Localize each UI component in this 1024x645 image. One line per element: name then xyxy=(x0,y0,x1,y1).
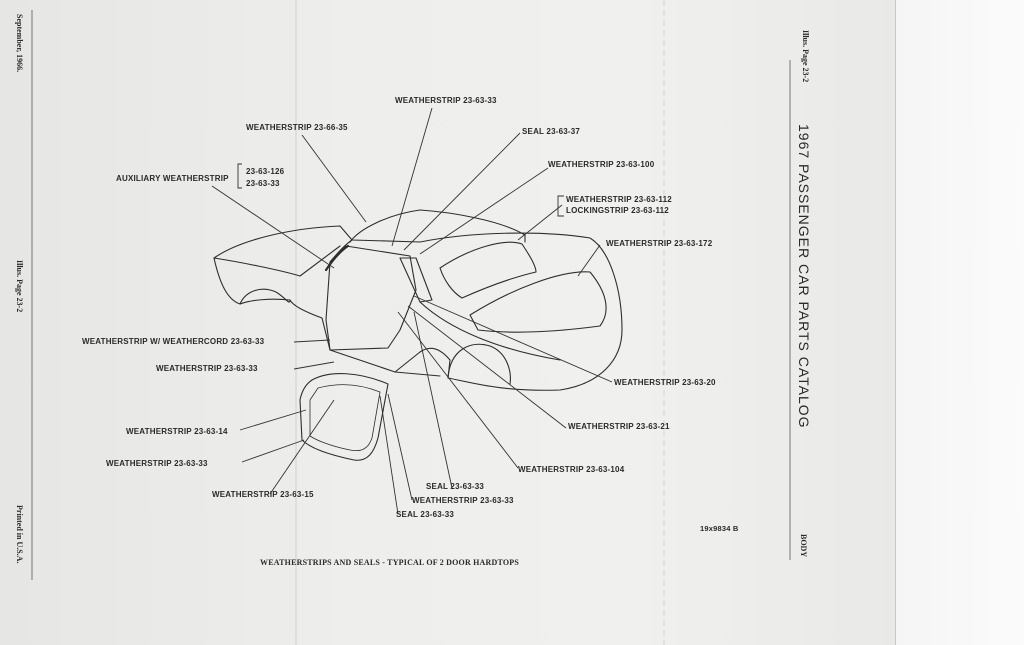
leader-line xyxy=(407,305,567,429)
label-weatherstrip-23-66-35: WEATHERSTRIP 23-66-35 xyxy=(246,123,348,132)
label-weatherstrip-top: WEATHERSTRIP 23-63-33 xyxy=(395,96,497,105)
leader-line xyxy=(397,311,519,469)
label-seal-23-63-33-b: SEAL 23-63-33 xyxy=(396,510,455,519)
label-weatherstrip-23-63-15: WEATHERSTRIP 23-63-15 xyxy=(212,490,314,499)
left-printed: Printed in U.S.A. xyxy=(15,505,24,564)
leader-line xyxy=(419,167,549,255)
bracket xyxy=(237,163,242,189)
leader-line xyxy=(293,361,335,370)
label-lockingstrip-23-63-112: LOCKINGSTRIP 23-63-112 xyxy=(566,206,669,215)
label-aux-code-2: 23-63-33 xyxy=(246,179,280,188)
leader-line xyxy=(391,107,433,247)
label-weatherstrip-23-63-112: WEATHERSTRIP 23-63-112 xyxy=(566,195,672,204)
catalog-title: 1967 PASSENGER CAR PARTS CATALOG xyxy=(796,124,812,429)
label-weatherstrip-bottom: WEATHERSTRIP 23-63-33 xyxy=(412,496,514,505)
label-seal-23-63-33-a: SEAL 23-63-33 xyxy=(426,482,485,491)
leader-line xyxy=(301,134,367,223)
label-weatherstrip-23-63-172: WEATHERSTRIP 23-63-172 xyxy=(606,239,713,248)
label-weatherstrip-23-63-104: WEATHERSTRIP 23-63-104 xyxy=(518,465,625,474)
leader-line xyxy=(403,132,521,251)
leader-line xyxy=(293,339,331,343)
leader-line xyxy=(387,393,413,501)
hood-outline xyxy=(213,245,341,277)
left-illus-page: Illus. Page 23-2 xyxy=(15,260,24,313)
car-body-outline xyxy=(213,225,623,391)
trunk-deck xyxy=(469,271,607,333)
leader-line xyxy=(517,204,563,241)
windshield-post xyxy=(324,244,350,272)
leader-line xyxy=(379,395,399,515)
leader-line xyxy=(239,409,307,431)
label-weatherstrip-23-63-100: WEATHERSTRIP 23-63-100 xyxy=(548,160,655,169)
label-weatherstrip-23-63-14: WEATHERSTRIP 23-63-14 xyxy=(126,427,228,436)
label-aux-code-1: 23-63-126 xyxy=(246,167,285,176)
label-weatherstrip-23-63-21: WEATHERSTRIP 23-63-21 xyxy=(568,422,670,431)
figure-caption: WEATHERSTRIPS AND SEALS - TYPICAL OF 2 D… xyxy=(260,558,520,567)
windshield-frame xyxy=(329,239,353,263)
rear-wheel-well xyxy=(447,343,511,385)
figure-number: 19x9834 B xyxy=(700,524,739,533)
door-opening xyxy=(325,245,417,351)
rear-window xyxy=(439,241,537,299)
leader-line xyxy=(241,439,305,463)
b-pillar xyxy=(399,257,433,303)
leader-line xyxy=(413,311,453,489)
side-character-line xyxy=(419,301,561,361)
label-weatherstrip-mid: WEATHERSTRIP 23-63-33 xyxy=(156,364,258,373)
section-name: BODY xyxy=(799,534,808,558)
leader-line xyxy=(211,185,335,269)
label-weatherstrip-weathercord: WEATHERSTRIP W/ WEATHERCORD 23-63-33 xyxy=(82,337,265,346)
leader-line xyxy=(577,244,601,277)
front-wheel-well xyxy=(239,288,291,305)
roof-outline xyxy=(349,209,526,243)
left-date: September, 1966. xyxy=(15,14,24,73)
door-panel-inner xyxy=(309,384,381,452)
label-weatherstrip-23-63-20: WEATHERSTRIP 23-63-20 xyxy=(614,378,716,387)
label-seal-23-63-37: SEAL 23-63-37 xyxy=(522,127,581,136)
rocker-line xyxy=(394,371,441,377)
leader-line xyxy=(269,399,335,495)
label-weatherstrip-low: WEATHERSTRIP 23-63-33 xyxy=(106,459,208,468)
leader-line xyxy=(413,295,613,383)
bracket xyxy=(557,195,564,217)
door-panel xyxy=(299,373,389,461)
right-illus-page: Illus. Page 23-2 xyxy=(801,30,810,83)
next-page-edge xyxy=(895,0,1024,645)
label-auxiliary-weatherstrip: AUXILIARY WEATHERSTRIP xyxy=(116,174,229,183)
